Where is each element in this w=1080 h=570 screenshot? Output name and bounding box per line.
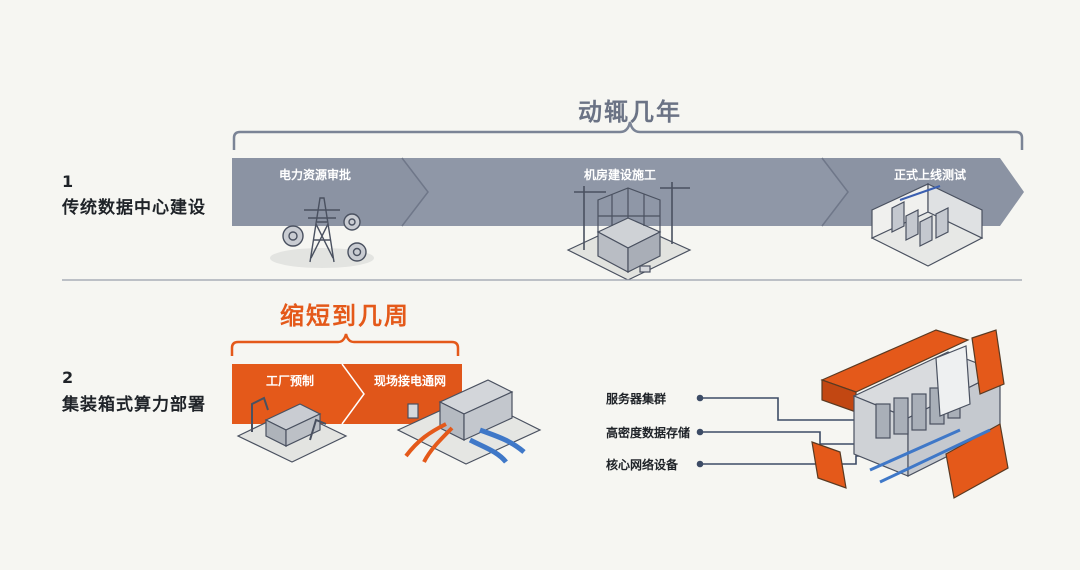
row2-span-label: 缩短到几周 [280,302,410,330]
callout-network-equipment: 核心网络设备 [606,458,679,472]
row2-span-brace [230,333,460,356]
server-room-icon [870,183,984,267]
row2-number: 2 [62,368,74,387]
row2-stage-onsite-connect: 现场接电通网 [373,374,446,388]
callout-data-storage: 高密度数据存储 [606,426,691,440]
row2-process-arrow [232,363,462,425]
row1-span-brace [232,121,1024,150]
row2-title: 集装箱式算力部署 [62,395,206,415]
row1-stage-power-approval: 电力资源审批 [278,168,351,182]
row1-title: 传统数据中心建设 [62,198,206,218]
construction-site-icon [566,182,692,281]
callout-server-cluster: 服务器集群 [606,392,667,406]
container-exploded-icon [811,329,1009,499]
power-tower-icon [270,197,374,268]
row1-stage-construction: 机房建设施工 [583,168,656,182]
row1-number: 1 [62,172,74,191]
factory-prefab-icon [236,396,348,463]
row1-span-label: 动辄几年 [578,98,682,126]
row1-stage-launch-test: 正式上线测试 [893,168,966,182]
row2-stage-factory-prefab: 工厂预制 [265,374,314,388]
onsite-connection-icon [396,379,542,465]
